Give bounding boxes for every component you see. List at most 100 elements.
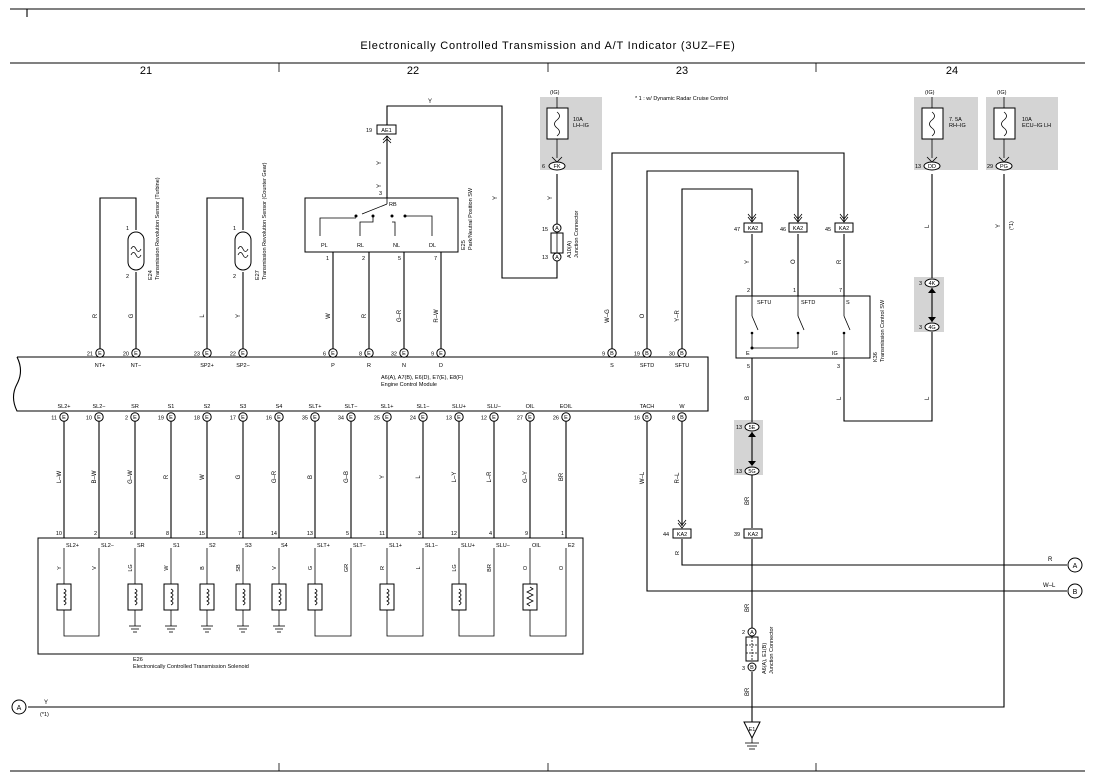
solenoid-wire-color: V	[272, 566, 278, 570]
svg-text:RH–IG: RH–IG	[949, 123, 966, 129]
wire-color: W–G	[605, 309, 611, 323]
offpage-a: A	[1073, 563, 1078, 570]
svg-text:E: E	[564, 415, 568, 421]
svg-text:13: 13	[542, 255, 548, 261]
svg-text:Y: Y	[428, 99, 432, 105]
solenoid-pin-number: 12	[451, 531, 457, 537]
ecm-pin-label: SL1−	[417, 404, 430, 410]
solenoid-pin-number: 3	[418, 531, 421, 537]
svg-text:A: A	[555, 226, 559, 232]
svg-text:Y: Y	[377, 184, 383, 188]
solenoid-pin-number: 10	[56, 531, 62, 537]
ecm-pin-label: S4	[276, 404, 283, 410]
solenoid-pin-label: S2	[209, 543, 216, 549]
svg-text:E: E	[528, 415, 532, 421]
svg-text:3: 3	[379, 191, 382, 197]
solenoid-pin-label: SLT−	[353, 543, 366, 549]
svg-text:E: E	[62, 415, 66, 421]
ecm-pin-label: NT+	[95, 363, 106, 369]
svg-text:Y: Y	[548, 196, 554, 200]
wire-color: G	[236, 474, 242, 479]
svg-text:19: 19	[366, 128, 372, 134]
svg-text:16: 16	[634, 416, 640, 422]
svg-text:KA2: KA2	[677, 532, 687, 538]
solenoid-coil	[163, 548, 179, 633]
svg-text:RB: RB	[389, 202, 397, 208]
wire-color: B	[308, 475, 314, 479]
svg-text:E: E	[492, 415, 496, 421]
svg-text:4G: 4G	[928, 325, 935, 331]
solenoid-pin-number: 5	[346, 531, 349, 537]
solenoid-pin-number: 2	[94, 531, 97, 537]
svg-text:16: 16	[266, 416, 272, 422]
offpage-connectors: R A W–L B A Y (*1)	[11, 557, 1083, 718]
transmission-control-switch: 2 1 7 SFTU SFTD S E IG 5 3 K36 Transmiss…	[735, 288, 886, 400]
svg-text:DD: DD	[928, 164, 936, 170]
svg-text:30: 30	[669, 352, 675, 358]
counter-gear-revolution-sensor: 1 2 E27 Transmission Revolution Sensor (…	[233, 162, 268, 280]
svg-text:A: A	[750, 630, 754, 636]
sensor-e27-name: Transmission Revolution Sensor (Counter …	[262, 162, 268, 280]
svg-text:3: 3	[919, 325, 922, 331]
ecm-pin-label: S1	[168, 404, 175, 410]
svg-text:KA2: KA2	[748, 532, 758, 538]
fuse-ecu-ig: (IG) 10A ECU–IG LH 29 PG Y (*1)	[987, 90, 1051, 230]
solenoid-pin-label: S3	[245, 543, 252, 549]
sensor-e24-name: Transmission Revolution Sensor (Turbine)	[155, 177, 161, 280]
svg-text:46: 46	[780, 227, 786, 233]
svg-text:BR: BR	[745, 687, 751, 696]
svg-text:(IG): (IG)	[997, 90, 1007, 96]
wire-color: G–B	[344, 471, 350, 483]
ecm-pin-label: SR	[131, 404, 139, 410]
solenoid-pin-label: SLU−	[496, 543, 510, 549]
solenoid-coil	[271, 548, 287, 633]
svg-text:BR: BR	[745, 496, 751, 505]
ecm-pin-label: OIL	[526, 404, 535, 410]
solenoid-pin-label: SR	[137, 543, 145, 549]
svg-text:19: 19	[634, 352, 640, 358]
junction-a10-id: A10(A)	[567, 241, 573, 258]
solenoid-wire-color: GR	[344, 564, 350, 572]
svg-text:E: E	[439, 351, 443, 357]
svg-text:2: 2	[747, 288, 750, 294]
svg-text:R: R	[1048, 557, 1053, 563]
svg-text:E: E	[746, 351, 750, 357]
svg-text:6: 6	[542, 164, 545, 170]
wire-color: R–L	[675, 472, 681, 484]
svg-text:Y: Y	[493, 196, 499, 200]
ecm-pin-slu: 13 E	[446, 412, 464, 422]
ground-icon	[237, 625, 249, 633]
svg-text:21: 21	[87, 352, 93, 358]
ground-e1: E1	[743, 721, 761, 750]
svg-text:44: 44	[663, 532, 669, 538]
svg-text:E: E	[457, 415, 461, 421]
svg-text:KA2: KA2	[748, 226, 758, 232]
wire-color: Y	[236, 314, 242, 318]
wire-color: G–R	[272, 470, 278, 483]
wire-color: L–Y	[452, 472, 458, 483]
wire-color: Y–R	[675, 309, 681, 321]
svg-text:(IG): (IG)	[925, 90, 935, 96]
svg-text:45: 45	[825, 227, 831, 233]
svg-text:13: 13	[446, 416, 452, 422]
turbine-revolution-sensor: 1 2 E24 Transmission Revolution Sensor (…	[126, 177, 161, 280]
junction-a6-name: Junction Connector	[769, 626, 775, 674]
wire-color: R	[362, 313, 368, 318]
solenoid-wire-color: BR	[487, 564, 493, 572]
svg-text:7: 7	[839, 288, 842, 294]
ecm-pin-label: SFTD	[640, 363, 654, 369]
wire-color: BR	[559, 472, 565, 481]
svg-text:PG: PG	[1000, 164, 1008, 170]
solenoid-pin-label: SLU+	[461, 543, 475, 549]
solenoid-wire-color: Y	[57, 566, 63, 570]
svg-text:L: L	[925, 224, 931, 228]
